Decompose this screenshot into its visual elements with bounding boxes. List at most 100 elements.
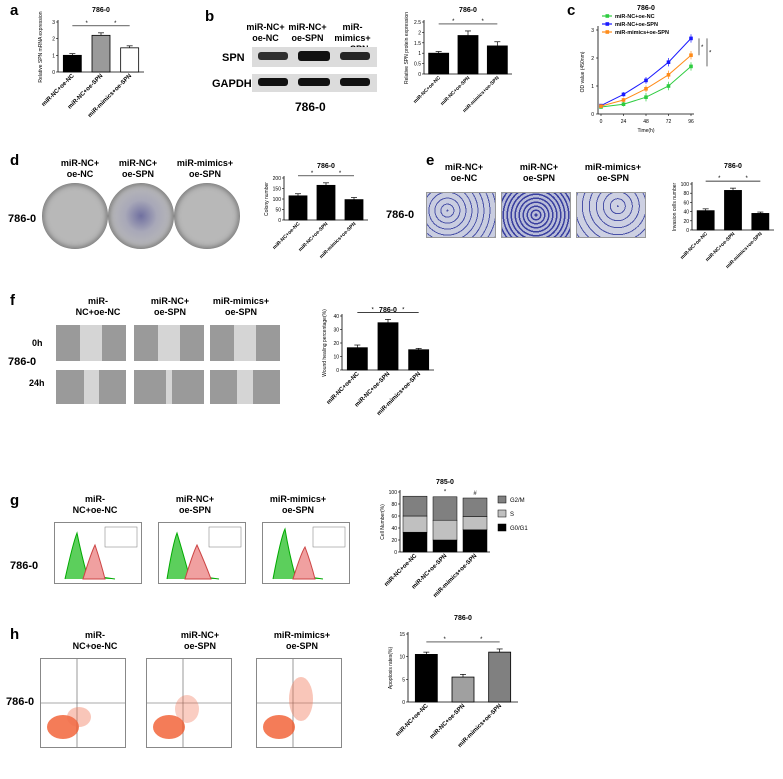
y-axis-label: Invasion cells number xyxy=(672,182,678,231)
chart-title: 786-0 xyxy=(454,615,472,622)
bar xyxy=(414,654,438,703)
apoptosis-dotplot-1 xyxy=(40,658,126,748)
x-tick-label: 72 xyxy=(666,119,672,125)
y-tick-label: 0 xyxy=(394,550,397,556)
y-tick-label: 3 xyxy=(591,28,594,34)
bar xyxy=(316,184,336,221)
legend-swatch xyxy=(497,523,507,532)
bar xyxy=(346,347,368,371)
data-point xyxy=(599,104,603,108)
y-tick-label: 0 xyxy=(278,218,281,224)
bar xyxy=(62,54,82,73)
sig-mark: * xyxy=(452,19,455,25)
y-tick-label: 60 xyxy=(391,514,397,520)
sig-mark: * xyxy=(85,21,88,27)
colony-header-2: miR-NC+ oe-SPN xyxy=(118,158,158,179)
legend-swatch xyxy=(497,495,507,504)
x-tick-label: 0 xyxy=(600,119,603,125)
legend-marker xyxy=(605,14,610,18)
y-tick-label: 0.5 xyxy=(414,62,421,68)
stacked-bar-segment xyxy=(432,539,458,553)
y-tick-label: 0 xyxy=(591,112,594,118)
chart-title: 786-0 xyxy=(459,7,477,14)
y-tick-label: 1 xyxy=(418,51,421,57)
wound-time-24h: 24h xyxy=(29,378,45,388)
invasion-image-3 xyxy=(576,192,646,238)
y-tick-label: 60 xyxy=(683,200,689,206)
sig-mark: * xyxy=(444,490,447,496)
sig-mark: * xyxy=(114,21,117,27)
y-tick-label: 1 xyxy=(591,84,594,90)
y-tick-label: 5 xyxy=(402,677,405,683)
y-tick-label: 1.5 xyxy=(414,41,421,47)
data-point xyxy=(644,95,648,99)
x-axis-label: Time(h) xyxy=(637,128,654,134)
cellcycle-header-2: miR-NC+ oe-SPN xyxy=(175,494,215,515)
apoptosis-row-label: 786-0 xyxy=(6,696,35,708)
data-point xyxy=(621,102,626,106)
chart-title: 785-0 xyxy=(436,479,454,486)
stacked-bar-segment xyxy=(462,529,488,553)
legend-label: S xyxy=(510,512,514,518)
y-axis-label: OD value (450nm) xyxy=(580,51,586,92)
bar xyxy=(696,210,715,231)
y-tick-label: 20 xyxy=(333,341,339,347)
panel-label-f: f xyxy=(10,292,15,309)
cellcycle-histogram-1 xyxy=(54,522,142,584)
invasion-image-2 xyxy=(501,192,571,238)
invasion-row-label: 786-0 xyxy=(386,209,415,221)
colony-dish-1 xyxy=(42,183,108,249)
panel-label-d: d xyxy=(10,152,20,169)
wound-24h-1 xyxy=(56,370,126,404)
cellcycle-histogram-3 xyxy=(262,522,350,584)
bar xyxy=(408,349,430,371)
colony-dish-3 xyxy=(174,183,240,249)
blot-cell-line: 786-0 xyxy=(295,100,326,114)
chart-title: 786-0 xyxy=(379,307,397,314)
wound-0h-1 xyxy=(56,325,126,361)
cellcycle-row-label: 786-0 xyxy=(10,560,39,572)
stacked-bar-segment xyxy=(402,531,428,553)
colony-dish-2 xyxy=(108,183,174,249)
colony-row-label: 786-0 xyxy=(8,213,37,225)
legend-label: miR-NC+oe-NC xyxy=(615,14,655,20)
sig-mark: * xyxy=(443,637,446,643)
y-tick-label: 100 xyxy=(681,182,690,188)
y-tick-label: 15 xyxy=(399,632,405,638)
y-tick-label: 40 xyxy=(333,314,339,320)
y-tick-label: 40 xyxy=(683,210,689,216)
bar xyxy=(288,195,308,221)
sig-mark: * xyxy=(371,307,374,313)
y-tick-label: 2 xyxy=(591,56,594,62)
bar xyxy=(451,676,475,703)
y-tick-label: 100 xyxy=(389,490,398,496)
y-tick-label: 20 xyxy=(391,538,397,544)
y-tick-label: 0 xyxy=(686,228,689,234)
bar xyxy=(120,47,140,73)
bar xyxy=(344,199,364,221)
legend-marker xyxy=(605,30,610,34)
blot-row-spn: SPN xyxy=(222,52,245,64)
sig-mark: * xyxy=(481,19,484,25)
chart-title: 786-0 xyxy=(92,7,110,14)
x-tick-label: miR-NC+oe-NC xyxy=(412,75,442,105)
y-tick-label: 2 xyxy=(52,37,55,43)
data-point xyxy=(644,78,648,83)
panel-label-a: a xyxy=(10,2,19,19)
sig-mark: * xyxy=(402,307,405,313)
apoptosis-header-3: miR-mimics+ oe-SPN xyxy=(273,630,331,651)
legend-swatch xyxy=(497,509,507,518)
bar xyxy=(724,190,742,231)
stacked-bar-segment xyxy=(462,516,488,531)
y-tick-label: 2 xyxy=(418,30,421,36)
y-axis-label: Apoptosis rates(%) xyxy=(388,647,394,690)
gapdh-blot-image xyxy=(252,74,377,92)
x-tick-label: miR-NC+oe-NC xyxy=(395,703,430,738)
wound-24h-2 xyxy=(134,370,204,404)
